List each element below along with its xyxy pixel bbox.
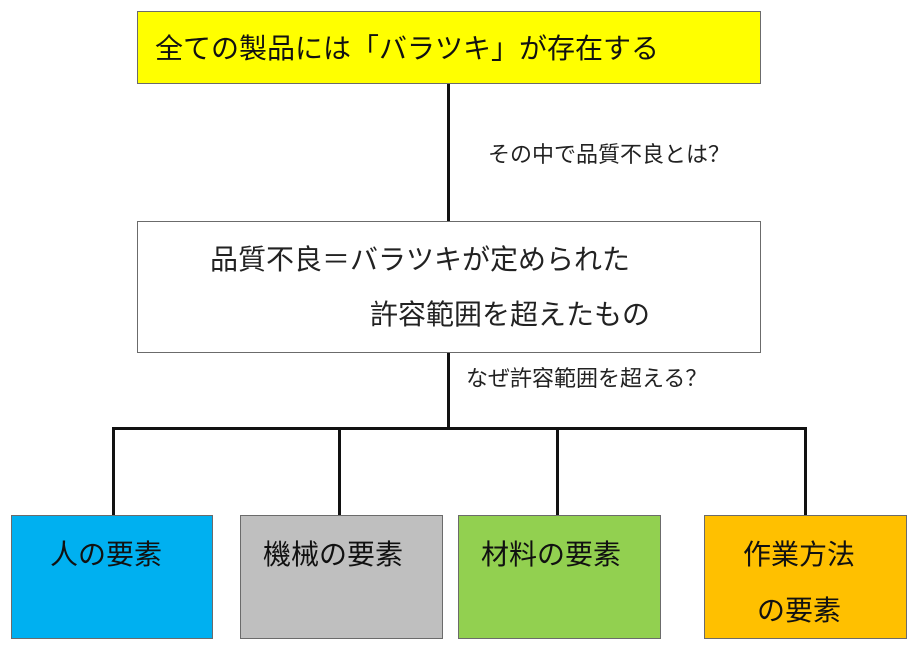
factor-box-material (458, 515, 661, 639)
root-node-text: 全ての製品には「バラツキ」が存在する (155, 32, 660, 65)
definition-line-2: 許容範囲を超えたもの (370, 298, 651, 331)
connector-definition-factors (447, 353, 450, 430)
factor-label-human: 人の要素 (50, 538, 163, 571)
factor-label-machine: 機械の要素 (263, 538, 404, 571)
definition-line-1: 品質不良＝バラツキが定められた (210, 243, 631, 276)
definition-node-box (137, 221, 761, 353)
connector-factor-4 (804, 427, 807, 515)
connector-root-definition (447, 84, 450, 221)
factor-label-material: 材料の要素 (481, 538, 622, 571)
question-why-exceed: なぜ許容範囲を超える？ (466, 367, 708, 392)
factor-label-method-line-2: の要素 (757, 594, 842, 627)
factor-label-method-line-1: 作業方法 (743, 538, 856, 571)
factor-box-human (11, 515, 213, 639)
factor-box-machine (240, 515, 443, 639)
connector-horizontal-bar (112, 427, 807, 430)
factor-box-method (704, 515, 907, 639)
root-node-box (137, 11, 761, 84)
question-what-is-defect: その中で品質不良とは？ (488, 143, 731, 168)
connector-factor-3 (556, 427, 559, 515)
connector-factor-2 (338, 427, 341, 515)
connector-factor-1 (112, 427, 115, 515)
